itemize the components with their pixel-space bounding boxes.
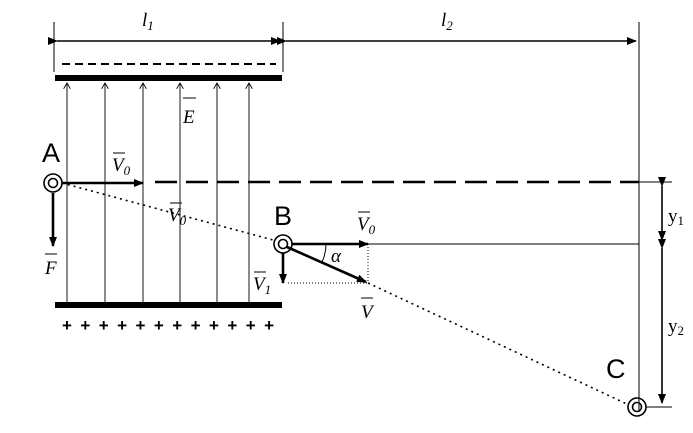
point-b-outer <box>273 234 293 254</box>
bottom-plate-charges: + + + + + + + + + + + + <box>62 316 274 335</box>
label-b: B <box>274 201 292 231</box>
label-l1: l1 <box>142 10 154 33</box>
label-f: F <box>44 258 57 279</box>
label-v0-mid: V0 <box>168 205 187 228</box>
angle-arc <box>321 243 327 263</box>
label-y1: y1 <box>668 206 684 228</box>
label-v: V <box>361 302 375 323</box>
point-a-inner <box>47 177 59 189</box>
point-b-inner <box>277 238 289 250</box>
label-v0-a: V0 <box>112 155 131 178</box>
field-lines <box>67 83 249 302</box>
trajectory-inside-plates <box>61 182 274 241</box>
point-c-inner <box>631 401 643 413</box>
v-vector <box>286 245 367 284</box>
label-y2: y2 <box>668 316 684 338</box>
label-l2: l2 <box>441 10 453 33</box>
label-a: A <box>42 138 60 168</box>
point-a-outer <box>43 173 63 193</box>
label-v0-b: V0 <box>357 214 376 237</box>
label-e: E <box>182 107 195 128</box>
label-c: C <box>606 354 626 384</box>
label-alpha: α <box>331 246 342 267</box>
trajectory-after-plates <box>367 282 630 406</box>
point-c-outer <box>627 397 647 417</box>
label-v1: V1 <box>253 274 271 297</box>
